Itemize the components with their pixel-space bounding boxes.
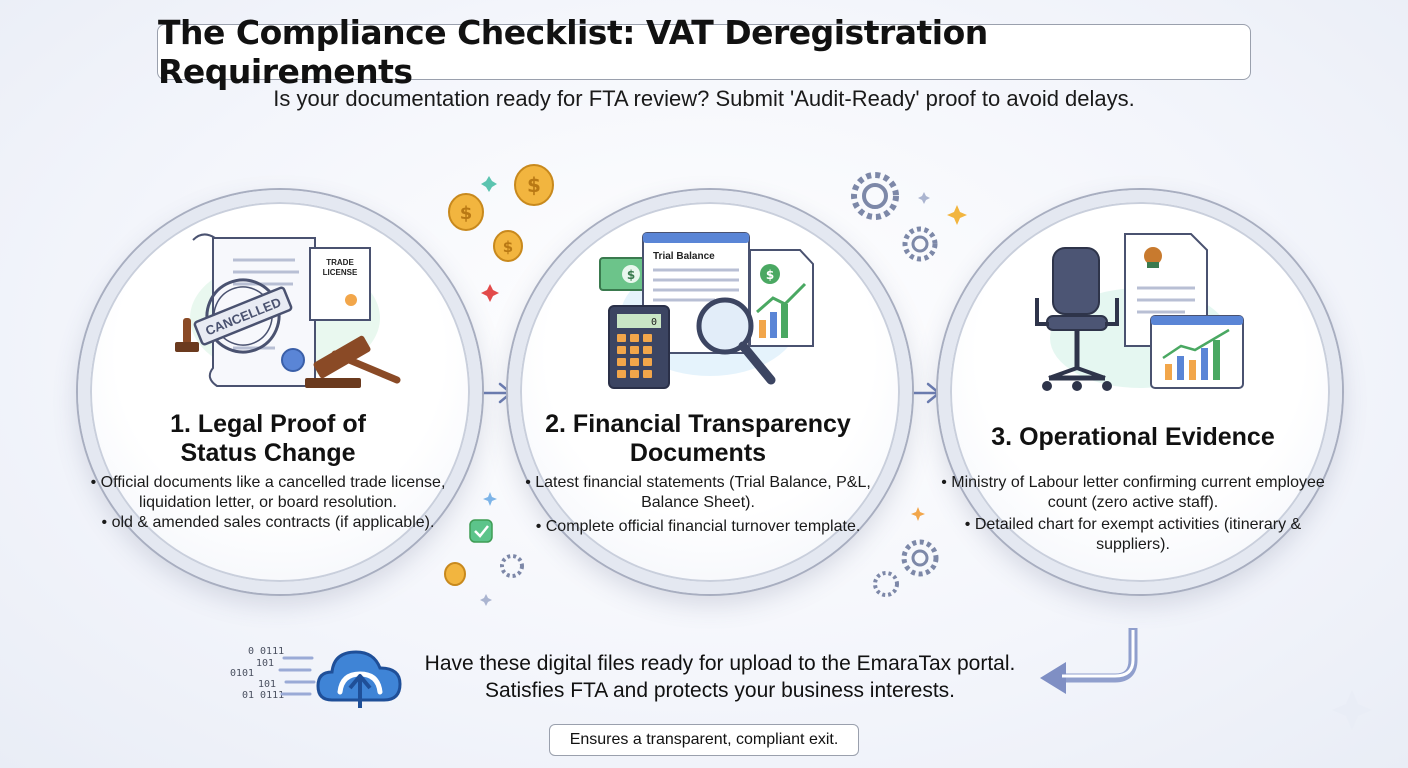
bullet-item: • old & amended sales contracts (if appl… xyxy=(101,514,435,531)
return-arrow-icon xyxy=(1058,628,1138,683)
subtitle: Is your documentation ready for FTA revi… xyxy=(273,86,1135,111)
sparkle-icon xyxy=(480,594,492,606)
card-bullets: • Ministry of Labour letter confirming c… xyxy=(931,473,1335,555)
gear-icon xyxy=(901,539,939,577)
bullet-item: • Latest financial statements (Trial Bal… xyxy=(525,474,871,511)
chart-window-icon xyxy=(1150,315,1244,389)
svg-text:$: $ xyxy=(527,173,541,197)
binary-text: 0101 xyxy=(230,668,255,679)
financial-documents-illustration: $ $ Trial Balance 0 xyxy=(599,232,814,389)
coin-icon: $ xyxy=(448,193,484,231)
gear-hub-icon xyxy=(862,183,888,209)
calculator-icon: 0 xyxy=(608,305,670,389)
sparkle-icon xyxy=(918,192,930,204)
bottom-line: Have these digital files ready for uploa… xyxy=(424,652,1016,675)
coin-icon xyxy=(444,562,466,586)
card-title-line: Status Change xyxy=(180,439,356,467)
bullet-item: • Detailed chart for exempt activities (… xyxy=(964,516,1302,553)
sparkle-icon xyxy=(481,176,497,192)
svg-text:$: $ xyxy=(627,268,635,282)
gear-hub-icon xyxy=(911,549,929,567)
office-chair-icon xyxy=(1035,247,1119,391)
card-title-line: Documents xyxy=(629,439,767,467)
gavel-icon xyxy=(305,335,401,388)
card-title-line: 2. Financial Transparency xyxy=(545,410,851,438)
sparkle-icon xyxy=(947,205,967,225)
sparkle-icon xyxy=(911,507,925,521)
footer-text: Ensures a transparent, compliant exit. xyxy=(569,731,839,748)
coin-icon: $ xyxy=(493,230,523,262)
calculator-display: 0 xyxy=(651,317,657,328)
card-bullets: • Latest financial statements (Trial Bal… xyxy=(496,473,900,537)
card-title-line: 3. Operational Evidence xyxy=(991,423,1275,451)
card-title: 3. Operational Evidence xyxy=(931,423,1335,452)
bullet-item: • Official documents like a cancelled tr… xyxy=(90,474,446,511)
cloud-upload-icon xyxy=(278,650,402,708)
gear-icon xyxy=(851,172,899,220)
title-box: The Compliance Checklist: VAT Deregistra… xyxy=(157,13,1251,91)
binary-text: 101 xyxy=(256,658,275,669)
card-title: 2. Financial Transparency Documents xyxy=(496,410,900,468)
svg-text:$: $ xyxy=(460,203,473,224)
coin-icon: $ xyxy=(514,164,554,206)
sheet-title: Trial Balance xyxy=(653,251,715,262)
trade-license-icon: TRADE LICENSE xyxy=(309,247,371,321)
cash-icon: $ xyxy=(599,257,647,291)
gear-icon xyxy=(873,571,899,597)
bullet-item: • Complete official financial turnover t… xyxy=(535,518,861,535)
legal-documents-illustration: TRADE LICENSE CANCELLED xyxy=(175,233,401,388)
svg-text:$: $ xyxy=(503,238,513,256)
binary-text: 101 xyxy=(258,679,277,690)
gear-icon xyxy=(500,554,524,578)
bottom-line: Satisfies FTA and protects your business… xyxy=(485,679,955,702)
footer-note: Ensures a transparent, compliant exit. xyxy=(549,724,859,756)
report-chart-icon: $ xyxy=(749,249,814,347)
license-label: LICENSE xyxy=(323,268,358,277)
svg-text:$: $ xyxy=(766,268,774,282)
binary-text: 01 0111 xyxy=(242,690,285,701)
license-label: TRADE xyxy=(326,258,354,267)
operational-evidence-illustration xyxy=(1035,233,1244,391)
sparkle-icon xyxy=(481,284,499,302)
rubber-stamp-icon xyxy=(175,318,199,352)
return-arrowhead-icon xyxy=(1040,662,1066,694)
check-badge-icon xyxy=(469,519,493,543)
sparkle-icon xyxy=(1332,690,1372,730)
bottom-message: Have these digital files ready for uploa… xyxy=(395,650,1045,704)
card-title: 1. Legal Proof of Status Change xyxy=(66,410,470,468)
binary-stream: 0 0111 101 0101 101 01 0111 xyxy=(228,646,328,702)
bullet-item: • Ministry of Labour letter confirming c… xyxy=(941,474,1325,511)
magnifier-icon xyxy=(696,297,776,385)
gear-hub-icon xyxy=(911,235,929,253)
gear-icon xyxy=(902,226,938,262)
binary-text: 0 0111 xyxy=(248,646,285,657)
sparkle-icon xyxy=(483,492,497,506)
card-bullets: • Official documents like a cancelled tr… xyxy=(66,473,470,533)
card-title-line: 1. Legal Proof of xyxy=(170,410,366,438)
page-title: The Compliance Checklist: VAT Deregistra… xyxy=(158,13,988,91)
